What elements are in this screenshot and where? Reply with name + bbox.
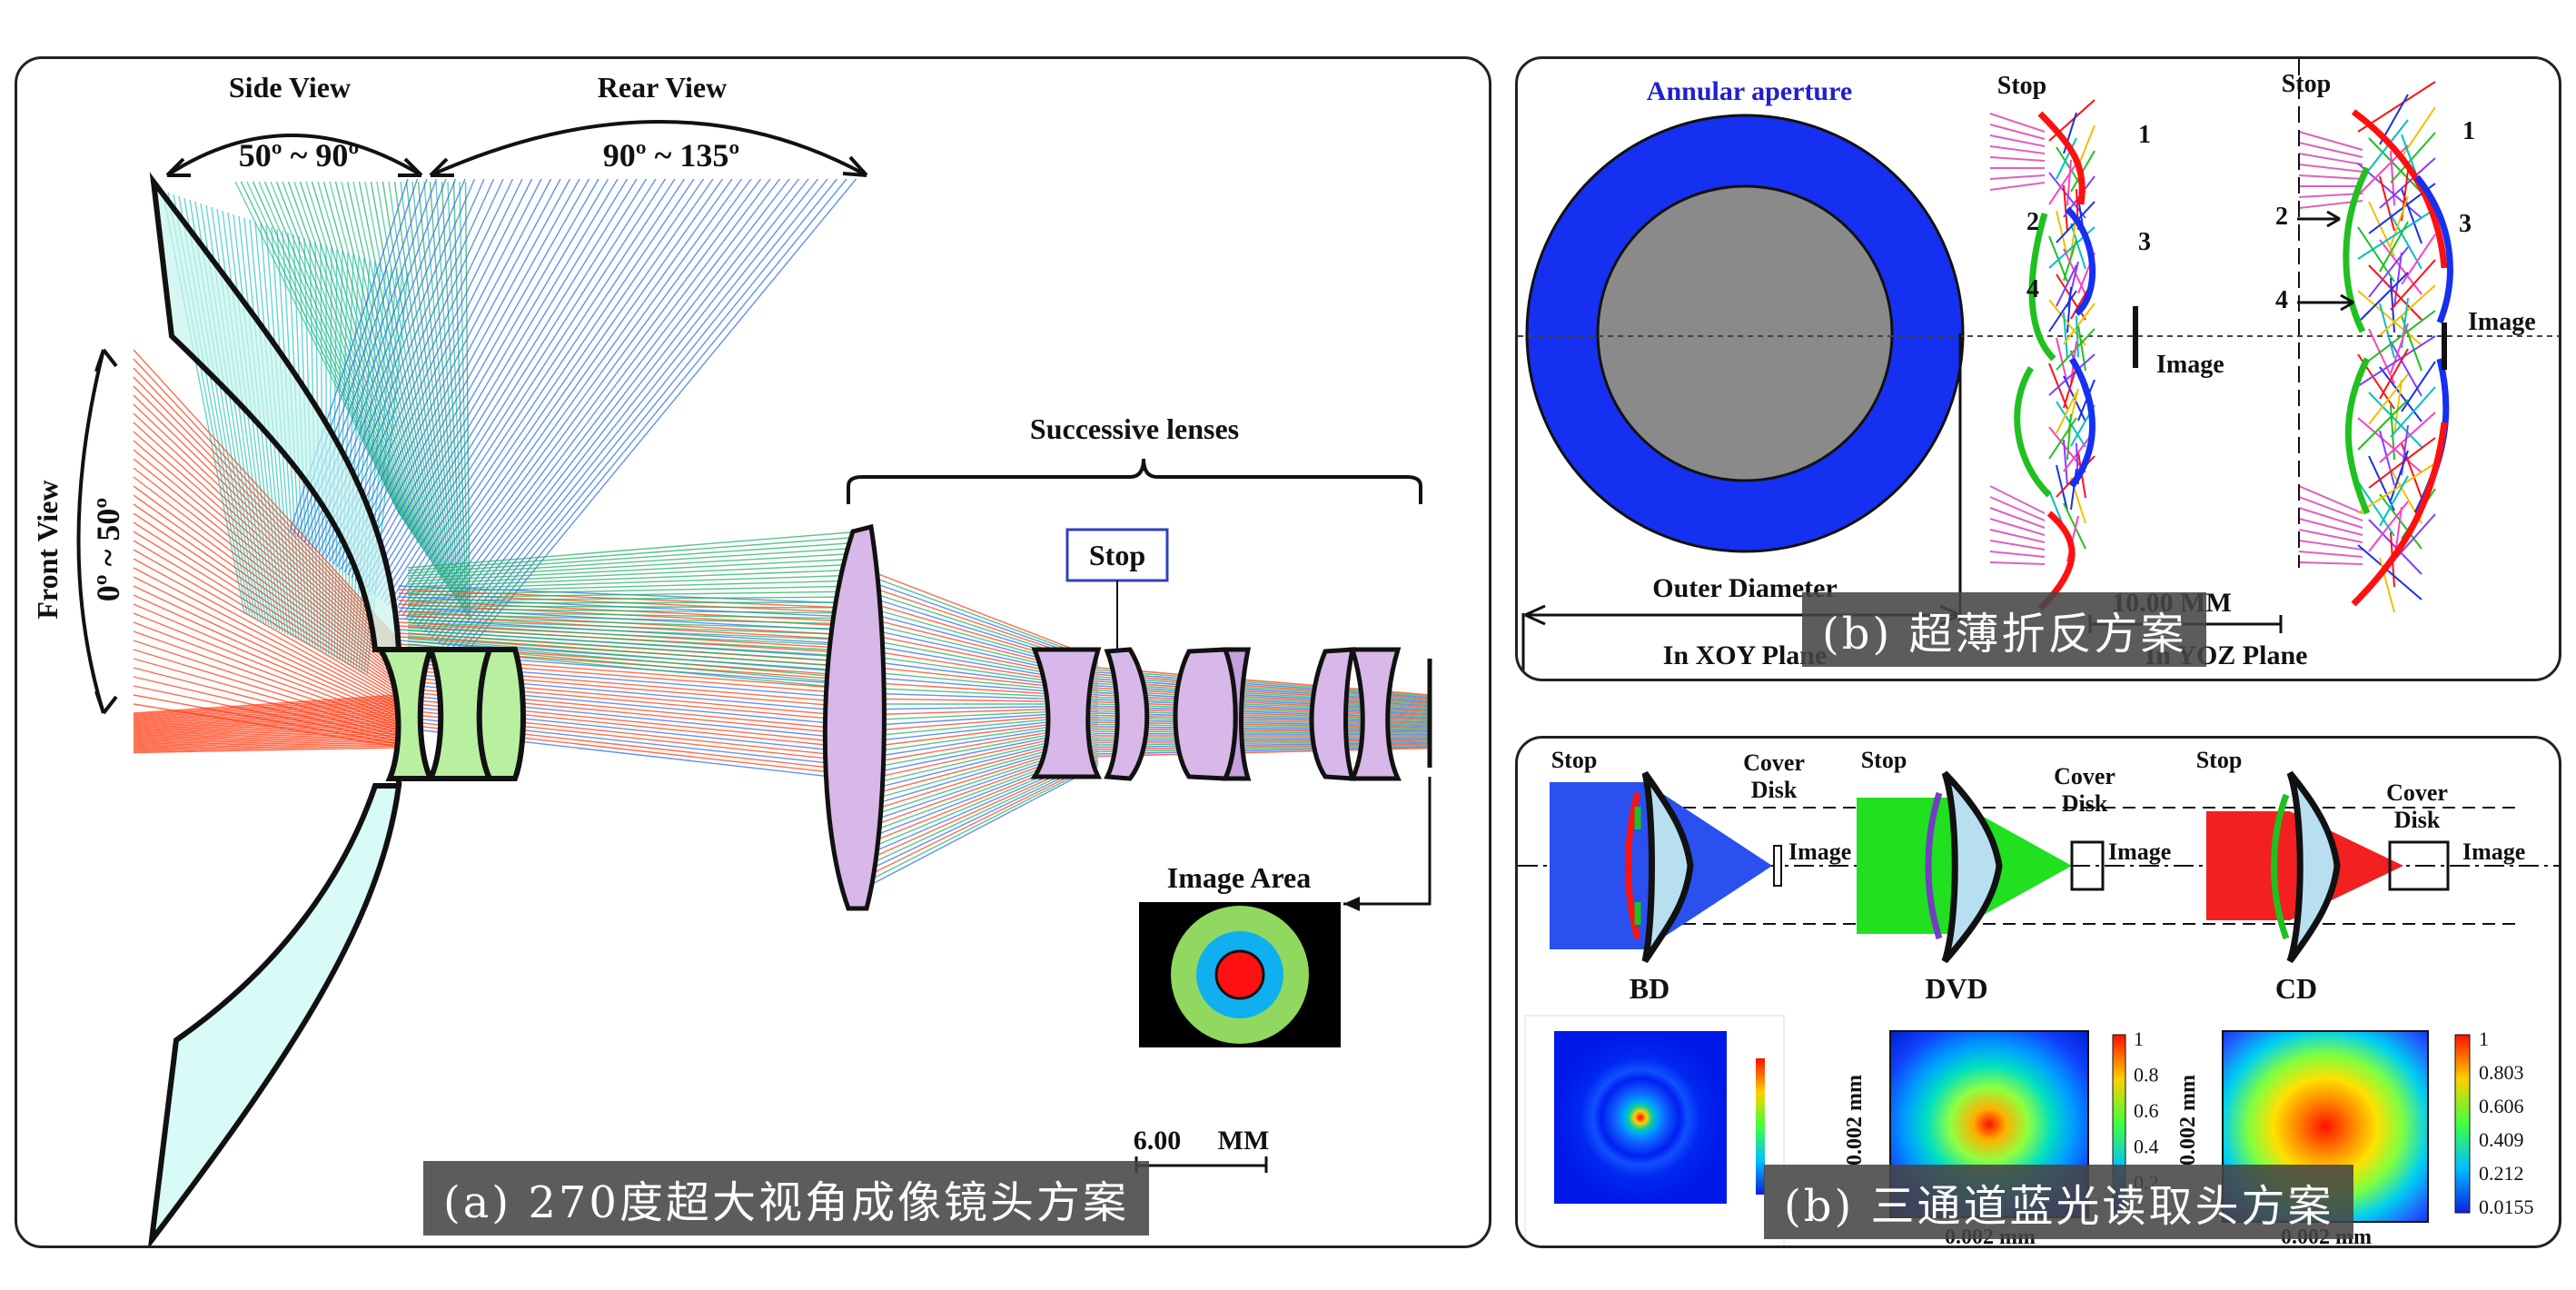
image-area-label: Image Area [1167,861,1311,894]
side-range-label: 50º ~ 90º [239,137,360,174]
relay-lens-1 [1030,647,1103,779]
scale-tick: 0.0155 [2479,1196,2534,1218]
catadioptric-ray-group [1989,81,2436,613]
relay-lens-6 [1349,647,1402,781]
annular-aperture-core [1596,184,1894,482]
annular-aperture-label: Annular aperture [1647,76,1852,106]
dvd-label: DVD [1925,972,1987,1005]
panel-catadioptric: Annular aperture Outer Diameter In XOY P… [1515,56,2561,681]
scale-tick: 1 [2479,1027,2489,1050]
scale-unit: MM [1218,1126,1270,1156]
image-bd-label: Image [1788,838,1851,865]
scale-tick: 0.6 [2134,1099,2159,1122]
num-2-left: 2 [2026,208,2039,236]
scale-tick: 0.212 [2479,1162,2524,1185]
cd-scale-ticks: 1 0.803 0.606 0.409 0.212 0.0155 [2479,1027,2534,1218]
stop-box [1065,528,1169,582]
cd-lens [2286,770,2341,964]
num-4-right: 4 [2275,286,2288,314]
scale-tick: 0.8 [2134,1064,2159,1087]
caption-a: (a) 270度超大视角成像镜头方案 [423,1161,1149,1235]
rear-view-arc [430,120,867,177]
ray-fan-group [133,178,1431,890]
side-view-arc [165,134,423,177]
num-3-left: 3 [2138,228,2151,256]
front-range-label: 0º ~ 50º [90,498,126,602]
scale-tick: 0.409 [2479,1128,2524,1151]
bd-label: BD [1630,972,1669,1005]
stop-dvd-label: Stop [1861,747,1907,773]
dvd-axis-label: 0.002 mm [1843,1075,1867,1166]
dvd-cover-disk [2070,840,2105,891]
scale-tick: 0.606 [2479,1095,2524,1117]
fisheye-lens-lower [148,783,402,1245]
dvd-lens [1941,770,2003,964]
successive-lenses-label: Successive lenses [1030,412,1239,445]
caption-c: (b) 三通道蓝光读取头方案 [1764,1165,2354,1239]
num-2-right: 2 [2275,203,2288,231]
caption-b: (b) 超薄折反方案 [1802,592,2207,667]
stop-bd-label: Stop [1551,747,1598,773]
image-cd-label: Image [2462,838,2525,865]
relay-lens-2 [1104,647,1150,781]
stop-label: Stop [1089,539,1145,571]
image-dvd-label: Image [2108,838,2171,865]
cd-label: CD [2275,972,2317,1005]
relay-lens-3 [1173,647,1238,781]
side-view-label: Side View [229,71,351,104]
bd-lens [1641,770,1694,963]
num-3-right: 3 [2459,210,2472,238]
rear-range-label: 90º ~ 135º [603,137,740,174]
field-lens [822,523,887,911]
front-view-arc [76,349,105,714]
cemented-lens-3 [476,647,526,781]
scale-tick: 0.803 [2479,1061,2524,1084]
image-right-label: Image [2468,308,2536,336]
wide-angle-lens-diagram: Successive lenses Stop Side View Rear Vi… [31,71,1432,1245]
bd-intensity-map [1554,1031,1727,1204]
panel-wide-angle-lens: Successive lenses Stop Side View Rear Vi… [15,56,1491,1248]
stop-left-label: Stop [1997,72,2046,100]
successive-lenses-brace [847,458,1422,504]
scale-tick: 1 [2134,1027,2144,1050]
scale-tick: 0.4 [2134,1136,2159,1158]
bd-cover-disk [1773,845,1782,887]
num-1-left: 1 [2138,121,2151,149]
cd-axis-label: 0.002 mm [2176,1075,2200,1166]
rear-view-label: Rear View [598,71,727,104]
cd-cover-disk [2388,840,2450,891]
scale-value: 6.00 [1134,1126,1182,1156]
relay-lens-5 [1309,647,1356,781]
front-view-label: Front View [31,480,64,619]
image-left-label: Image [2156,351,2224,379]
catadioptric-diagram: Annular aperture Outer Diameter In XOY P… [1518,59,2559,679]
num-4-left: 4 [2026,275,2039,303]
stop-right-label: Stop [2282,70,2331,98]
relay-lens-4 [1222,647,1252,781]
xoy-plane-label: In XOY Plane [1663,640,1828,670]
num-1-right: 1 [2462,117,2475,145]
stop-cd-label: Stop [2196,747,2243,773]
